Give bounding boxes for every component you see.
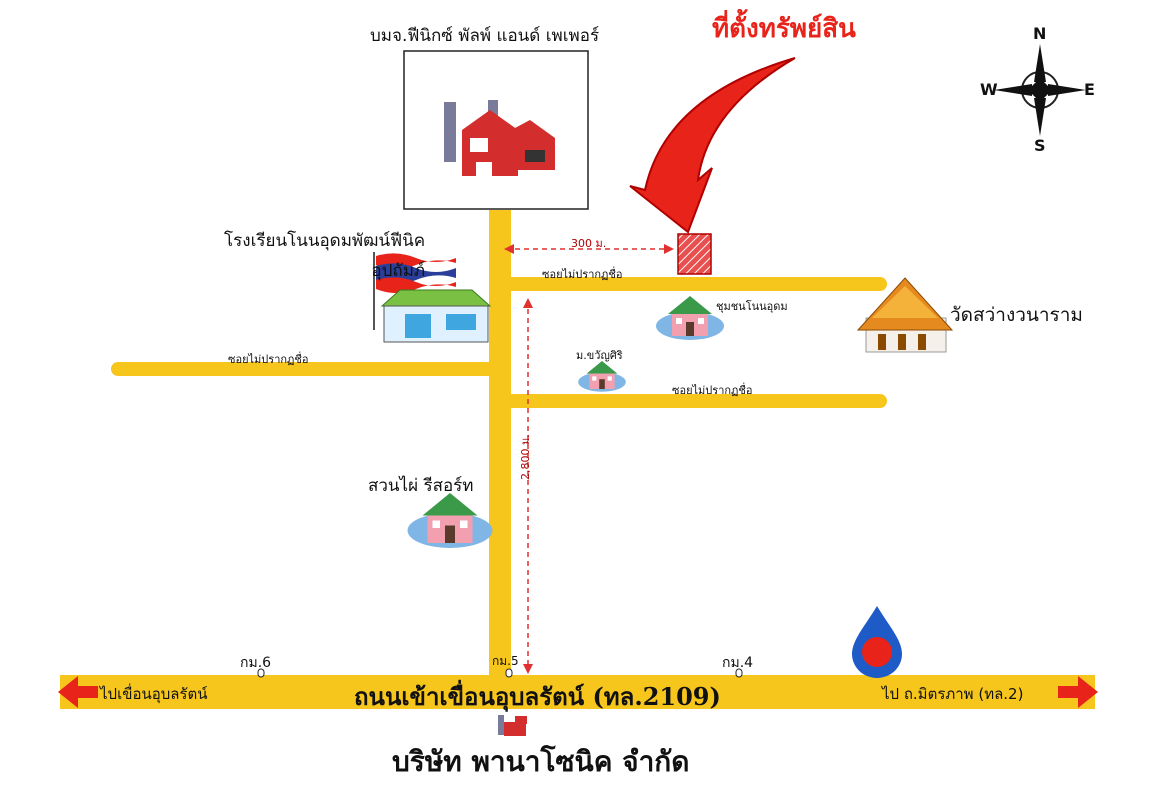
school-label: โรงเรียนโนนอุดมพัฒน์ฟีนิค อุปถัมภ์ bbox=[224, 231, 426, 281]
distance-horizontal: 300 ม. bbox=[571, 237, 607, 250]
dimension-lines bbox=[504, 244, 674, 674]
compass-w: W bbox=[980, 80, 998, 99]
temple-label: วัดสว่างวนาราม bbox=[950, 304, 1083, 326]
fuel-drop-icon bbox=[852, 606, 902, 678]
main-road-label: ถนนเข้าเขื่อนอุบลรัตน์ (ทล.2109) bbox=[354, 682, 721, 711]
soi-left-label: ซอยไม่ปรากฏชื่อ bbox=[228, 353, 309, 366]
distance-vertical: 2,800 ม. bbox=[519, 434, 532, 480]
property-arrow-icon bbox=[629, 57, 796, 234]
compass-e: E bbox=[1084, 80, 1095, 99]
main-highway bbox=[60, 675, 1095, 709]
km6-label: กม.6 bbox=[240, 655, 272, 671]
compass-s: S bbox=[1034, 136, 1046, 155]
factory-icon bbox=[403, 50, 589, 210]
house-icon-community bbox=[656, 296, 724, 340]
km-post-icons bbox=[257, 668, 743, 678]
factory-icon-small bbox=[498, 715, 527, 736]
school-icon bbox=[380, 289, 492, 343]
soi-top-label: ซอยไม่ปรากฏชื่อ bbox=[542, 268, 623, 281]
temple-icon bbox=[856, 277, 954, 353]
compass-n: N bbox=[1033, 24, 1047, 43]
km4-label: กม.4 bbox=[722, 655, 754, 671]
house-icon-village bbox=[578, 361, 626, 392]
property-marker bbox=[677, 233, 712, 275]
house-icon-resort bbox=[407, 493, 493, 548]
arrow-right-icon bbox=[1058, 676, 1098, 708]
community-label: ชุมชนโนนอุดม bbox=[716, 300, 788, 313]
roads bbox=[58, 210, 1098, 709]
resort-label: สวนไผ่ รีสอร์ท bbox=[368, 476, 474, 496]
thai-flag-icon bbox=[373, 252, 456, 330]
to-left-label: ไปเขื่อนอุบลรัตน์ bbox=[100, 685, 208, 703]
village-label: ม.ขวัญศิริ bbox=[576, 349, 623, 362]
map-title: ที่ตั้งทรัพย์สิน bbox=[712, 14, 856, 44]
km5-label: กม.5 bbox=[492, 654, 519, 668]
factory-label: บมจ.ฟีนิกซ์ พัลพ์ แอนด์ เพเพอร์ bbox=[370, 26, 600, 46]
soi-mid-label: ซอยไม่ปรากฏชื่อ bbox=[672, 384, 753, 397]
main-vertical-road bbox=[489, 210, 511, 690]
company-label: บริษัท พานาโซนิค จำกัด bbox=[392, 745, 690, 778]
to-right-label: ไป ถ.มิตรภาพ (ทล.2) bbox=[882, 685, 1024, 703]
arrow-left-icon bbox=[58, 676, 98, 708]
compass-rose-icon bbox=[994, 44, 1086, 136]
